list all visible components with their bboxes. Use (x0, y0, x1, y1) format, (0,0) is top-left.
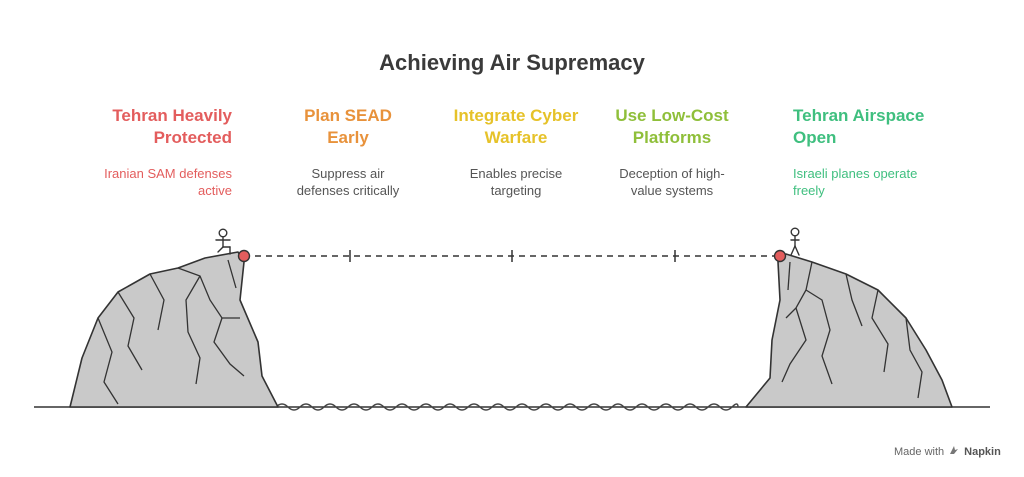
step-description-line: Suppress air (311, 166, 385, 181)
step-heading-line: Tehran Heavily (112, 106, 232, 125)
step-heading: Tehran Airspace Open (793, 105, 953, 149)
step-tehran-airspace-open: Tehran Airspace Open Israeli planes oper… (793, 105, 953, 199)
napkin-logo-icon (948, 444, 960, 459)
left-person-figure (215, 228, 231, 255)
step-heading-line: Warfare (484, 128, 548, 147)
start-point-marker (237, 249, 251, 263)
step-description-line: Israeli planes operate (793, 166, 918, 181)
water-waves (275, 403, 739, 411)
step-heading-line: Plan SEAD (304, 106, 392, 125)
step-description: Deception of high- value systems (592, 165, 752, 199)
right-person-figure (790, 227, 800, 256)
step-heading-line: Platforms (632, 128, 712, 147)
step-description: Suppress air defenses critically (268, 165, 428, 199)
footer-prefix: Made with (894, 445, 945, 458)
step-description-line: targeting (490, 183, 542, 198)
step-heading-line: Protected (153, 128, 232, 147)
step-description-line: Iranian SAM defenses (104, 166, 232, 181)
step-heading: Plan SEAD Early (268, 105, 428, 149)
step-heading: Tehran Heavily Protected (72, 105, 232, 149)
diagram-title: Achieving Air Supremacy (379, 50, 645, 75)
right-cliff (745, 253, 953, 408)
footer-brand: Napkin (964, 445, 1001, 458)
step-description-line: Enables precise (469, 166, 563, 181)
step-description-line: active (198, 183, 232, 198)
end-point-marker (773, 249, 787, 263)
step-plan-sead-early: Plan SEAD Early Suppress air defenses cr… (268, 105, 428, 199)
step-heading-line: Early (327, 128, 369, 147)
step-integrate-cyber-warfare: Integrate Cyber Warfare Enables precise … (436, 105, 596, 199)
step-heading-line: Tehran Airspace (793, 106, 925, 125)
step-description-line: defenses critically (296, 183, 400, 198)
step-description: Enables precise targeting (436, 165, 596, 199)
step-heading: Integrate Cyber Warfare (436, 105, 596, 149)
step-heading: Use Low-Cost Platforms (592, 105, 752, 149)
step-description: Israeli planes operate freely (793, 165, 953, 199)
step-description-line: Deception of high- (619, 166, 725, 181)
step-description-line: freely (793, 183, 825, 198)
step-heading-line: Integrate Cyber (453, 106, 579, 125)
step-tehran-heavily-protected: Tehran Heavily Protected Iranian SAM def… (72, 105, 232, 199)
step-use-low-cost-platforms: Use Low-Cost Platforms Deception of high… (592, 105, 752, 199)
step-description-line: value systems (630, 183, 714, 198)
step-heading-line: Open (793, 128, 837, 147)
step-description: Iranian SAM defenses active (72, 165, 232, 199)
step-heading-line: Use Low-Cost (615, 106, 729, 125)
footer-attribution: Made with Napkin (894, 444, 1001, 459)
left-cliff (69, 251, 279, 408)
